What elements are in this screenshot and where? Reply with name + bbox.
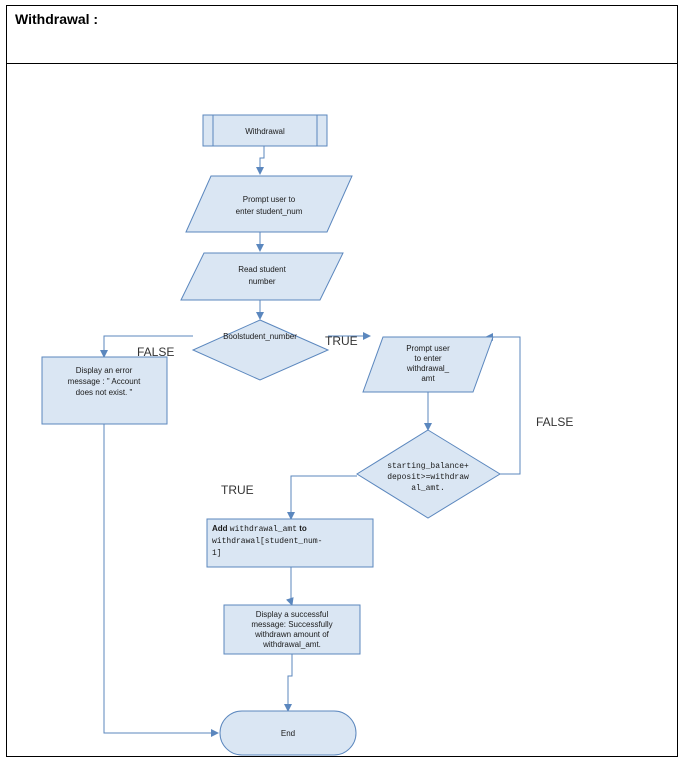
success-line-4: withdrawal_amt. xyxy=(262,640,321,649)
add-withdrawal-prefix: Add xyxy=(212,524,230,533)
add-withdrawal-code: withdrawal_amt xyxy=(230,525,297,534)
decision-student-label: Boolstudent_number xyxy=(223,332,297,341)
balance-line-2: deposit>=withdraw xyxy=(387,473,469,482)
edge-label-false-loop: FALSE xyxy=(536,415,573,429)
success-line-3: withdrawn amount of xyxy=(254,630,330,639)
edge-error-to-end xyxy=(103,424,219,737)
prompt-amount-line-2: to enter xyxy=(414,354,441,363)
prompt-student-line-2: enter student_num xyxy=(236,207,303,216)
prompt-amount-line-4: amt xyxy=(421,374,435,383)
start-subprocess-node xyxy=(202,114,328,147)
success-line-1: Display a successful xyxy=(256,610,329,619)
section-header: Withdrawal : xyxy=(7,6,677,64)
edge-decision-false xyxy=(100,335,193,358)
start-label: Withdrawal xyxy=(245,127,285,136)
add-withdrawal-line-2: withdrawal[student_num- xyxy=(212,537,322,546)
read-student-node xyxy=(180,252,344,301)
success-line-2: message: Successfully xyxy=(251,620,332,629)
edge-label-false-left: FALSE xyxy=(137,345,174,359)
edge-balance-true xyxy=(287,475,357,520)
balance-line-1: starting_balance+ xyxy=(387,462,469,471)
add-withdrawal-tail: to xyxy=(297,524,307,533)
edge-start-to-prompt xyxy=(256,146,265,175)
success-message-node xyxy=(223,604,361,655)
document-frame: Withdrawal : xyxy=(6,5,678,757)
edge-label-true-right: TRUE xyxy=(325,334,358,348)
section-title: Withdrawal : xyxy=(15,11,99,27)
edge-label-true-down: TRUE xyxy=(221,483,254,497)
end-label: End xyxy=(281,729,295,738)
edge-add-to-success xyxy=(285,567,294,606)
decision-student-node xyxy=(191,319,330,381)
decision-balance-node xyxy=(356,429,501,519)
edge-balance-false-loop xyxy=(485,333,521,475)
edge-success-to-end xyxy=(284,654,293,712)
error-line-1: Display an error xyxy=(76,366,133,375)
read-student-line-1: Read student xyxy=(238,265,286,274)
add-withdrawal-line-3: 1] xyxy=(212,549,222,558)
end-terminator-node xyxy=(219,710,357,756)
read-student-line-2: number xyxy=(248,277,275,286)
prompt-amount-line-1: Prompt user xyxy=(406,344,450,353)
prompt-student-node xyxy=(185,175,353,233)
add-withdrawal-node xyxy=(206,518,374,568)
balance-line-3: al_amt. xyxy=(411,484,445,493)
prompt-amount-node xyxy=(362,336,494,393)
prompt-amount-line-3: withdrawal_ xyxy=(406,364,450,373)
error-line-3: does not exist. " xyxy=(76,388,133,397)
error-line-2: message : " Account xyxy=(68,377,141,386)
prompt-student-line-1: Prompt user to xyxy=(243,195,296,204)
add-withdrawal-line-1: Add withdrawal_amt to xyxy=(212,524,307,534)
error-message-node xyxy=(41,356,168,425)
